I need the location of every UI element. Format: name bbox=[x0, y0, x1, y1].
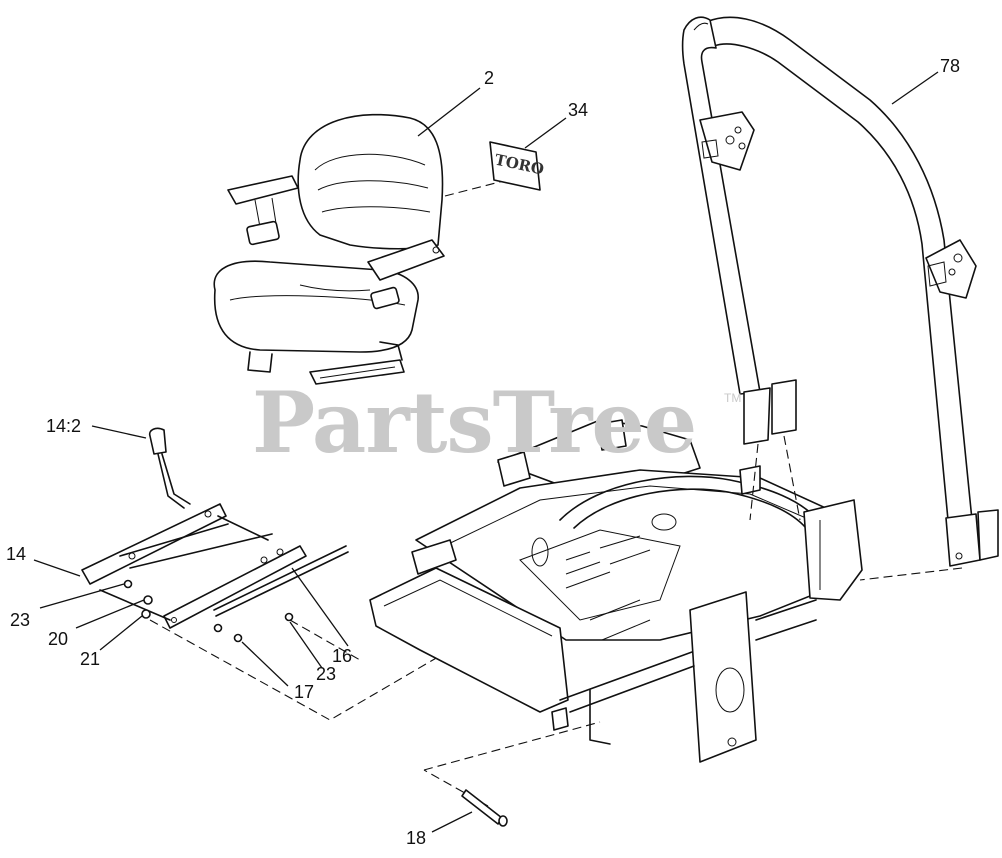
watermark-trademark: TM bbox=[724, 391, 741, 405]
nut-23-right[interactable] bbox=[284, 612, 294, 622]
main-frame-part[interactable] bbox=[369, 419, 863, 763]
callout-18[interactable]: 18 bbox=[406, 828, 426, 848]
toro-decal-part[interactable]: TORO bbox=[489, 141, 546, 191]
callout-21[interactable]: 21 bbox=[80, 649, 100, 669]
washer-17[interactable] bbox=[213, 623, 223, 633]
callout-20[interactable]: 20 bbox=[48, 629, 68, 649]
callout-14-2[interactable]: 14:2 bbox=[46, 416, 81, 436]
pin-part[interactable] bbox=[461, 789, 508, 827]
callout-2[interactable]: 2 bbox=[484, 68, 494, 88]
callout-17[interactable]: 17 bbox=[294, 682, 314, 702]
callout-34[interactable]: 34 bbox=[568, 100, 588, 120]
callout-16[interactable]: 16 bbox=[332, 646, 352, 666]
seat-slide-assembly[interactable] bbox=[81, 427, 349, 643]
callout-14[interactable]: 14 bbox=[6, 544, 26, 564]
washer-20[interactable] bbox=[143, 595, 153, 605]
bolt-17[interactable] bbox=[233, 633, 243, 643]
callout-23-right[interactable]: 23 bbox=[316, 664, 336, 684]
nut-23-left[interactable] bbox=[123, 579, 133, 589]
roll-bar-part[interactable] bbox=[681, 16, 999, 567]
callout-23-left[interactable]: 23 bbox=[10, 610, 30, 630]
callout-78[interactable]: 78 bbox=[940, 56, 960, 76]
watermark-text: PartsTree bbox=[252, 373, 696, 472]
seat-part[interactable] bbox=[213, 113, 445, 385]
bolt-21[interactable] bbox=[141, 609, 151, 619]
